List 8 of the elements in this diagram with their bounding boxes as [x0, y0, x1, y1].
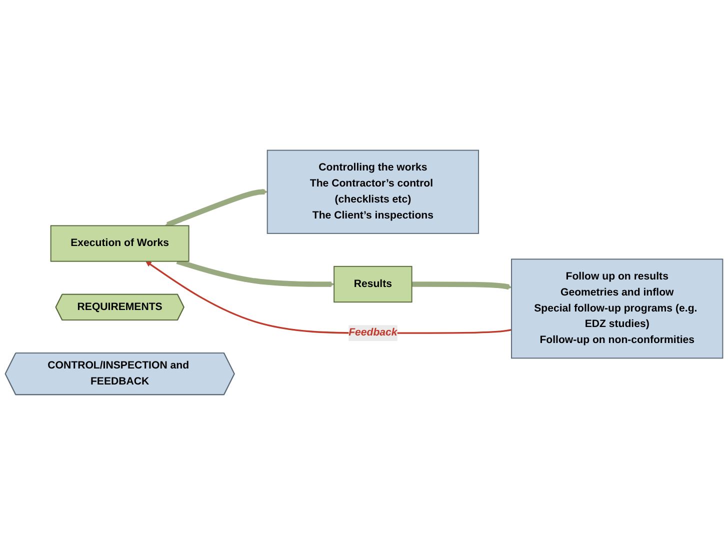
arrow — [146, 261, 512, 334]
arrow — [165, 189, 268, 228]
node-box: Execution of Works — [50, 225, 190, 262]
arrow — [412, 282, 512, 290]
node-box: Follow up on results Geometries and inflow Special follow-up programs (e.g. EDZ studies) Follow-up on non-conformities — [511, 258, 724, 359]
node-box: Results — [334, 266, 412, 303]
node-box: Controlling the works The Contractor’s control (checklists etc) The Client’s inspections — [266, 150, 480, 234]
edge-label: Feedback — [348, 327, 398, 338]
